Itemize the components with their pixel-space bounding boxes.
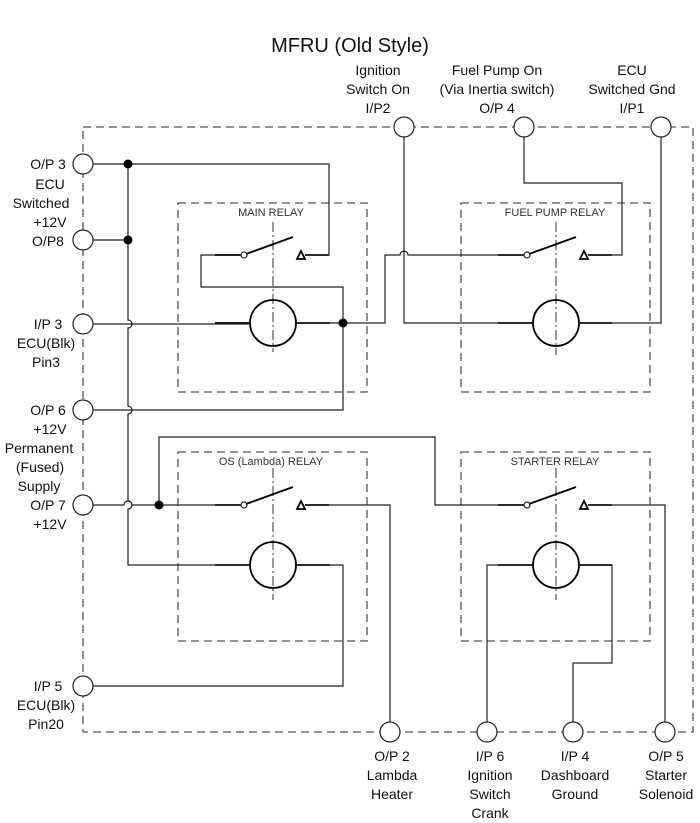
label-ip4: I/P 4 bbox=[561, 748, 590, 764]
main-relay-switch bbox=[245, 236, 294, 255]
label-pin20: Pin20 bbox=[28, 716, 64, 732]
label-op8: O/P8 bbox=[32, 233, 64, 249]
label-switch-on: Switch On bbox=[346, 81, 410, 97]
label-ground: Ground bbox=[552, 786, 599, 802]
label-pin3: Pin3 bbox=[32, 354, 60, 370]
starter-relay-label: STARTER RELAY bbox=[511, 456, 600, 468]
wiring bbox=[93, 137, 666, 722]
label-ip1: I/P1 bbox=[620, 100, 645, 116]
label-ecu-blk: ECU(Blk) bbox=[17, 335, 75, 351]
label-supply: Supply bbox=[18, 478, 61, 494]
bottom-terminal-labels: O/P 2 Lambda Heater I/P 6 Ignition Switc… bbox=[367, 748, 694, 821]
diagram-title: MFRU (Old Style) bbox=[271, 35, 429, 57]
label-ecu: ECU bbox=[617, 62, 647, 78]
terminal-ip3 bbox=[72, 313, 94, 335]
label-fused: (Fused) bbox=[16, 459, 64, 475]
label-op4: O/P 4 bbox=[479, 100, 515, 116]
label-op7: O/P 7 bbox=[30, 497, 66, 513]
label-op2: O/P 2 bbox=[374, 748, 410, 764]
terminal-op6 bbox=[72, 399, 94, 421]
label-solenoid: Solenoid bbox=[639, 786, 694, 802]
main-relay: MAIN RELAY bbox=[177, 202, 368, 393]
left-terminal-labels: O/P 3 ECU Switched +12V O/P8 I/P 3 ECU(B… bbox=[5, 156, 75, 732]
top-terminal-labels: Ignition Switch On I/P2 Fuel Pump On (Vi… bbox=[346, 62, 675, 116]
label-op5: O/P 5 bbox=[648, 748, 684, 764]
label-ecu: ECU bbox=[35, 176, 65, 192]
os-lambda-relay-label: OS (Lambda) RELAY bbox=[219, 456, 324, 468]
os-lambda-relay-switch bbox=[245, 486, 294, 505]
terminal-ip1 bbox=[650, 116, 672, 138]
terminal-ip5 bbox=[72, 675, 94, 697]
label-permanent: Permanent bbox=[5, 440, 74, 456]
label-dashboard: Dashboard bbox=[541, 767, 610, 783]
label-switched-gnd: Switched Gnd bbox=[588, 81, 675, 97]
terminal-op8 bbox=[72, 229, 94, 251]
label-crank: Crank bbox=[471, 805, 509, 821]
label-op6: O/P 6 bbox=[30, 402, 66, 418]
terminal-op3 bbox=[72, 153, 94, 175]
terminal-ip4 bbox=[562, 721, 584, 743]
terminal-op7 bbox=[72, 494, 94, 516]
label-heater: Heater bbox=[371, 786, 413, 802]
label-12v: +12V bbox=[33, 421, 67, 437]
fuel-pump-relay-label: FUEL PUMP RELAY bbox=[505, 207, 606, 219]
junction-dot bbox=[154, 500, 164, 510]
mfru-enclosure bbox=[82, 126, 694, 733]
terminal-op4 bbox=[513, 116, 535, 138]
fuel-pump-relay-switch bbox=[528, 236, 577, 255]
label-12v: +12V bbox=[33, 214, 67, 230]
terminals bbox=[72, 116, 676, 743]
label-op3: O/P 3 bbox=[30, 156, 66, 172]
label-12v: +12V bbox=[33, 516, 67, 532]
starter-relay: STARTER RELAY bbox=[460, 451, 651, 642]
label-ip2: I/P2 bbox=[366, 100, 391, 116]
label-ip3: I/P 3 bbox=[34, 316, 63, 332]
label-ip6: I/P 6 bbox=[476, 748, 505, 764]
junction-dot bbox=[338, 318, 348, 328]
label-ip5: I/P 5 bbox=[34, 678, 63, 694]
terminal-op5 bbox=[654, 721, 676, 743]
label-lambda: Lambda bbox=[367, 767, 418, 783]
label-fuel-pump-on: Fuel Pump On bbox=[452, 62, 542, 78]
label-ignition: Ignition bbox=[355, 62, 400, 78]
label-starter: Starter bbox=[645, 767, 687, 783]
junction-dot bbox=[123, 159, 133, 169]
label-ecu-blk: ECU(Blk) bbox=[17, 697, 75, 713]
os-lambda-relay: OS (Lambda) RELAY bbox=[177, 451, 368, 642]
label-switch: Switch bbox=[469, 786, 510, 802]
terminal-op2 bbox=[379, 721, 401, 743]
junction-dot bbox=[123, 235, 133, 245]
label-via-inertia: (Via Inertia switch) bbox=[440, 81, 555, 97]
terminal-ip6 bbox=[476, 721, 498, 743]
terminal-ip2 bbox=[393, 116, 415, 138]
label-switched: Switched bbox=[13, 195, 70, 211]
main-relay-label: MAIN RELAY bbox=[238, 207, 304, 219]
starter-relay-switch bbox=[528, 486, 577, 505]
label-ignition: Ignition bbox=[467, 767, 512, 783]
